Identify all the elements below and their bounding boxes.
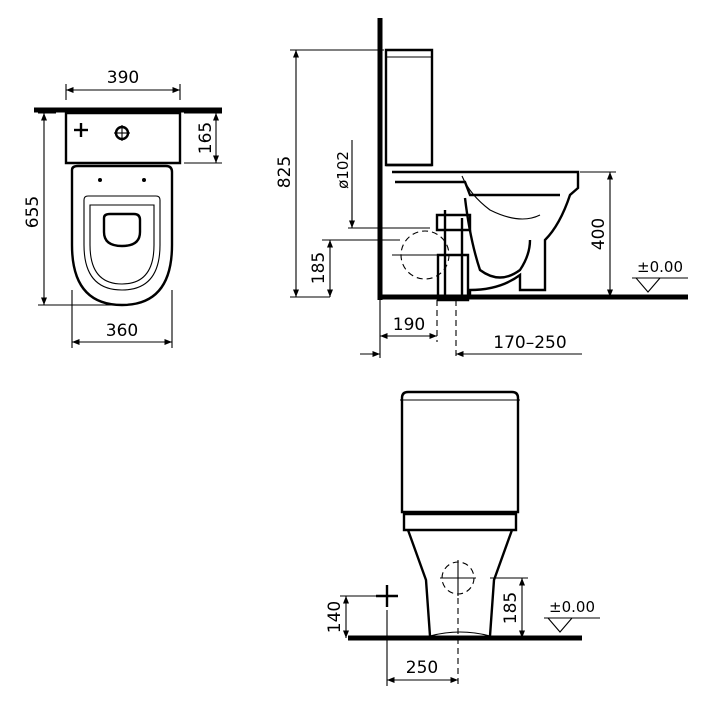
dim-185-front-label: 185 [501,592,521,624]
floor-level-front-label: ±0.00 [549,598,595,616]
floor-level-marker-icon [634,277,662,293]
inlet-icon [114,125,130,141]
hinge-right-icon [142,178,146,182]
dim-190-label: 190 [393,315,425,335]
hinge-left-icon [98,178,102,182]
side-view: 825 ø102 185 400 ±0.00 190 170–250 [275,18,688,360]
trap-outline-side [463,197,532,279]
floor-level-side-label: ±0.00 [637,258,683,276]
flush-button-icon [74,123,88,137]
dim-140-label: 140 [325,601,345,633]
dim-390-label: 390 [107,68,139,88]
seat-outline-top [83,195,161,291]
dim-655-label: 655 [23,196,43,228]
cistern-top [64,111,182,165]
front-view: 140 185 ±0.00 250 [325,390,600,686]
dim-825-label: 825 [275,156,295,188]
top-view: 390 165 655 360 [23,68,222,348]
floor-level-marker-front-icon [546,617,574,633]
cistern-front [400,390,520,514]
bowl-outline-top [70,164,174,307]
bowl-opening-top [102,212,142,248]
rim-band-front [402,512,518,532]
dim-165-label: 165 [196,122,216,154]
seat-inner-top [89,204,155,285]
bowl-outline-side [392,170,580,298]
dim-360-label: 360 [106,321,138,341]
cistern-side [384,48,434,167]
dim-170-250-label: 170–250 [493,333,566,353]
dim-102-label: ø102 [334,151,352,189]
dim-185-side-label: 185 [309,252,329,284]
dim-250-label: 250 [406,658,438,678]
dim-400-label: 400 [589,218,609,250]
